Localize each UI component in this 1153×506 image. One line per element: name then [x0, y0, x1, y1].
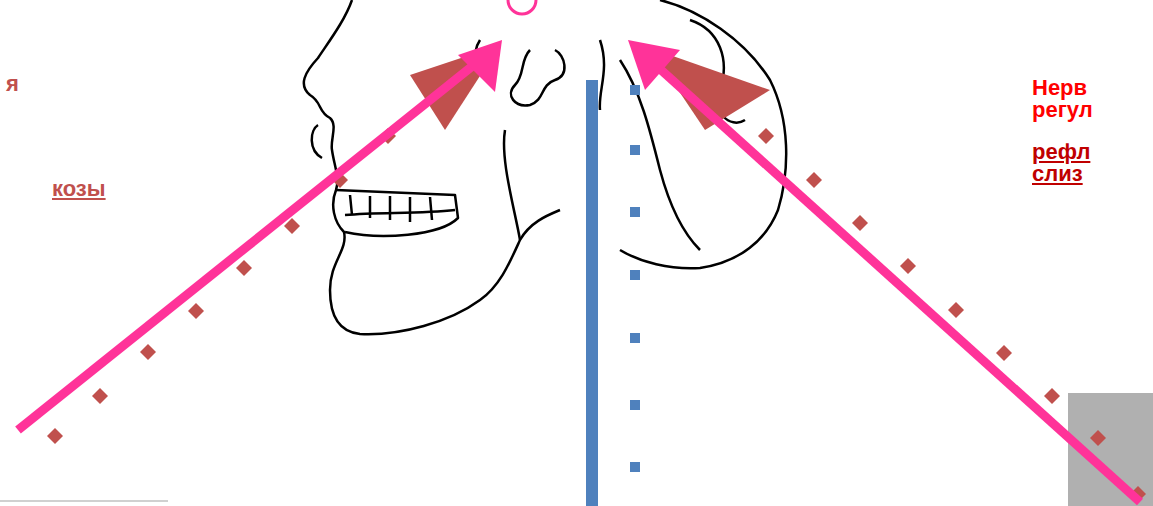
pink-arrow-head — [628, 40, 680, 90]
pink-arrow — [650, 60, 1140, 502]
text-label: рефл — [1032, 140, 1090, 164]
skull-outline — [304, 0, 786, 334]
pink-arrow — [18, 60, 480, 430]
dotted-line — [630, 85, 640, 472]
target-circle — [508, 0, 536, 14]
spine-line — [586, 80, 598, 506]
dotted-path — [47, 128, 1146, 502]
pink-arrow-head — [458, 40, 502, 92]
text-label: я — [6, 72, 19, 96]
edge-line — [0, 500, 168, 502]
text-label: козы — [52, 177, 106, 201]
text-label: слиз — [1032, 162, 1083, 186]
text-label: регул — [1032, 98, 1093, 122]
text-label: Нерв — [1032, 76, 1087, 100]
